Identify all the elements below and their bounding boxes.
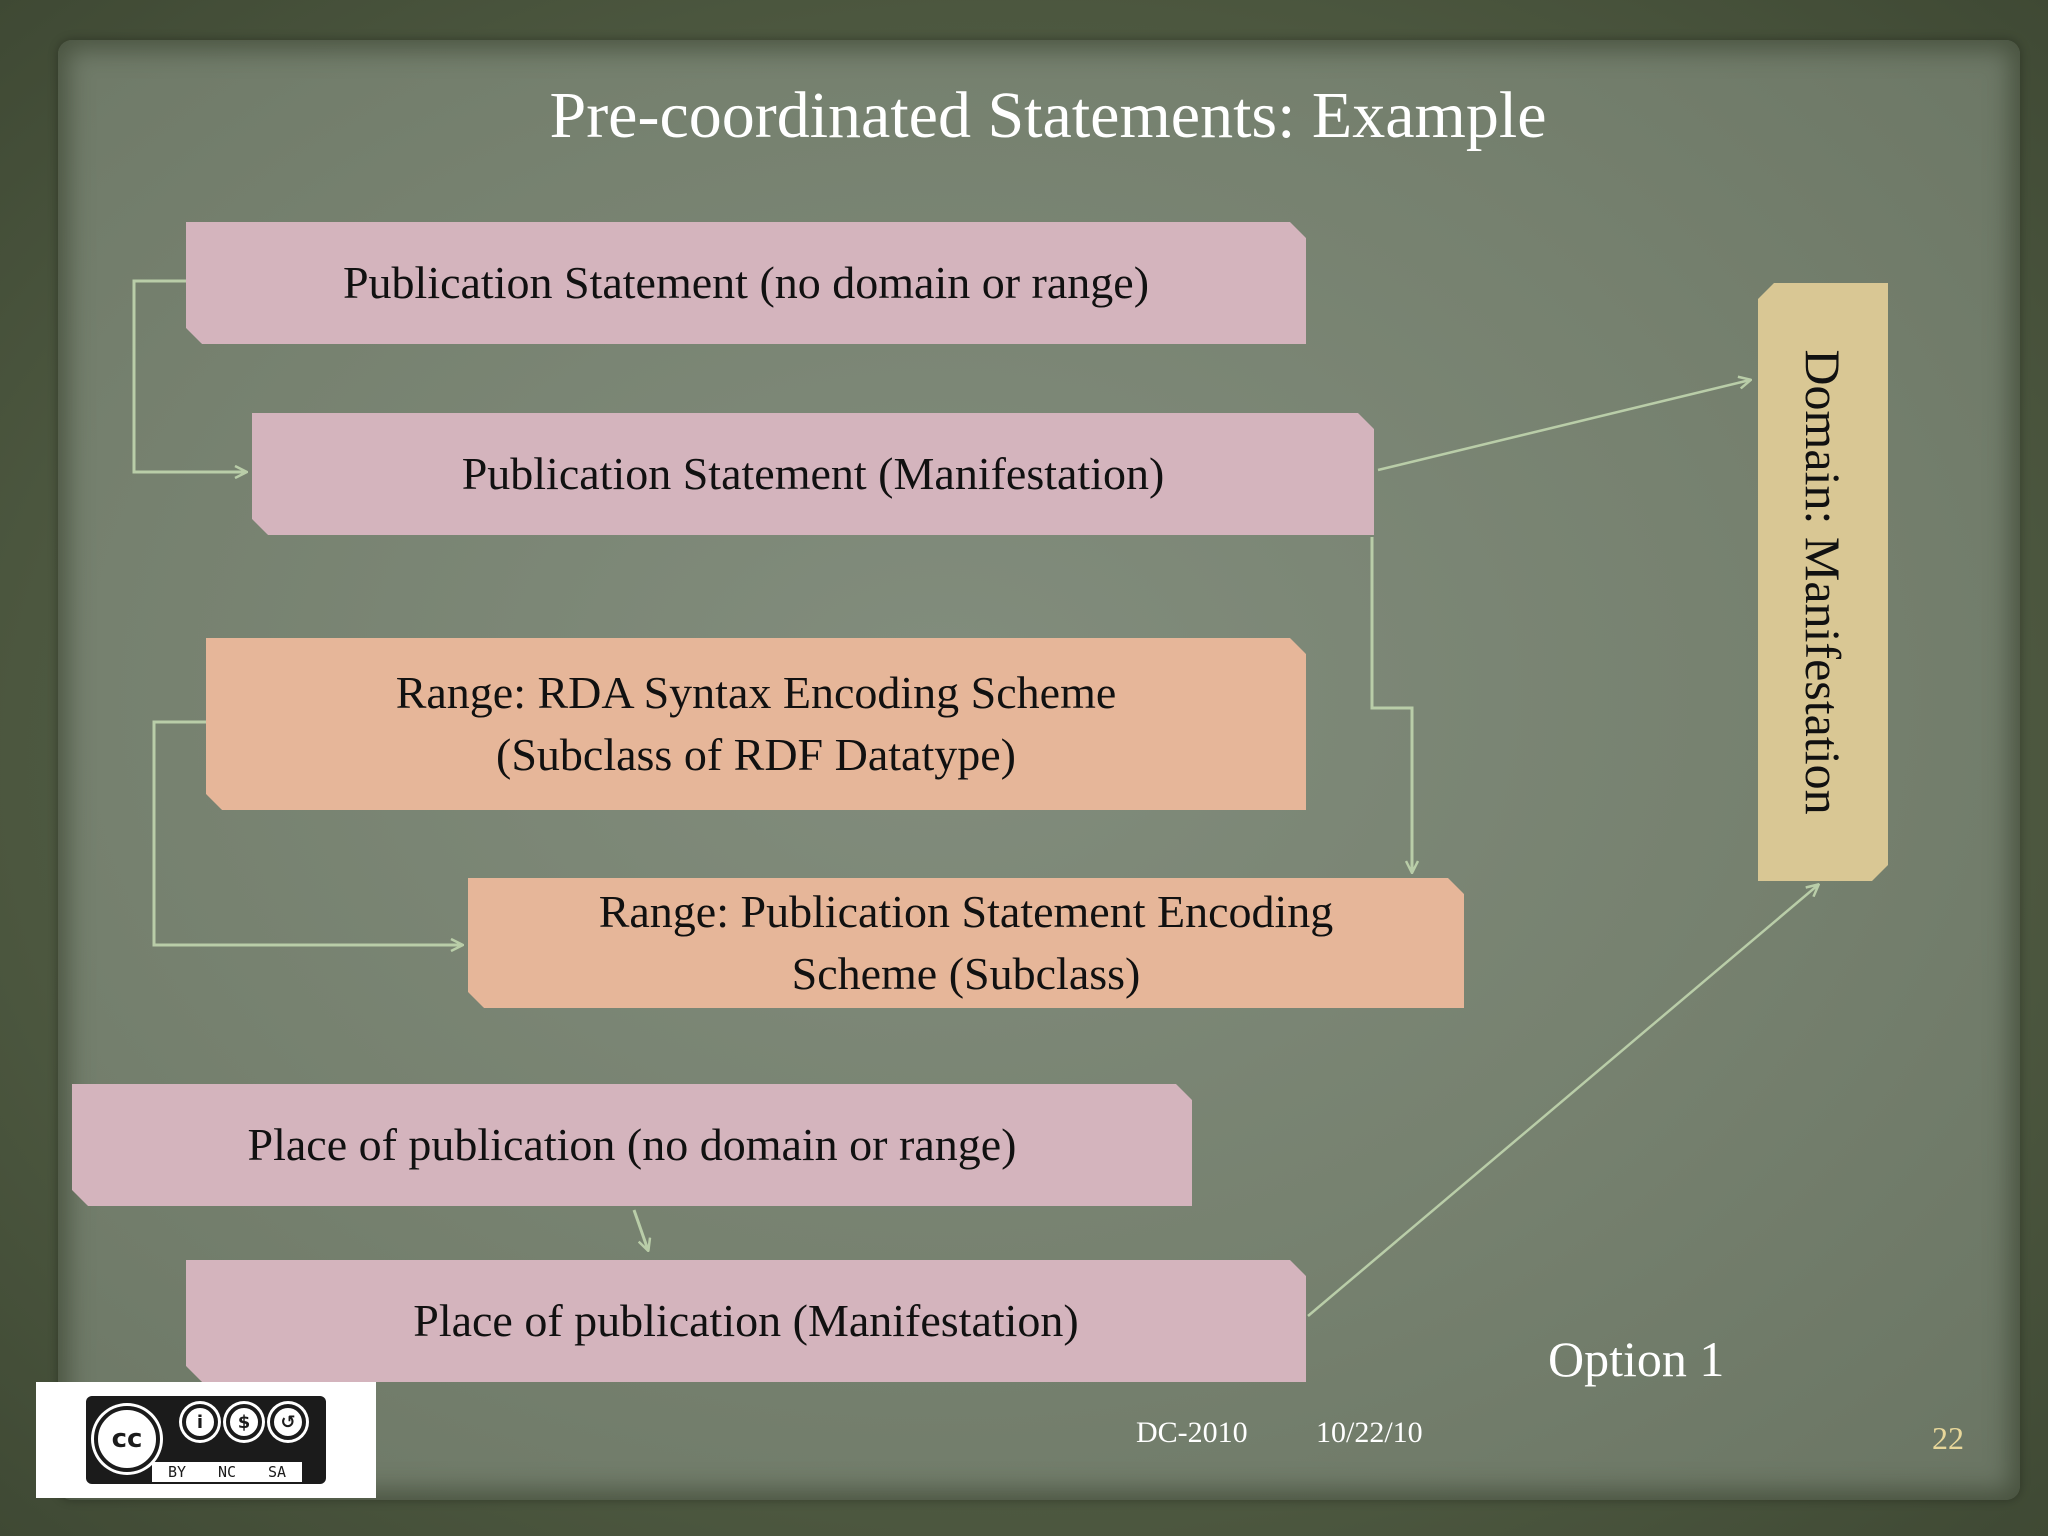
noncommercial-icon: $ [226,1404,262,1440]
slide-title: Pre-coordinated Statements: Example [549,79,1547,152]
arrow-pub-plain-to-manifestation [132,279,246,472]
arrow-rda-to-range [152,720,462,945]
sharealike-icon: ↺ [270,1404,306,1440]
attribution-icon: i [182,1404,218,1440]
creative-commons-license-badge: cc i $ ↺ BY NC SA [36,1382,376,1498]
page-number: 22 [1932,1420,1964,1456]
cc-term-nc: NC [217,1463,237,1481]
footer-event: DC-2010 [1136,1416,1248,1449]
box-range-rda-syntax: Range: RDA Syntax Encoding Scheme (Subcl… [206,638,1306,810]
cc-term-by: BY [167,1463,187,1481]
box-place-of-publication-manifestation: Place of publication (Manifestation) [186,1260,1306,1382]
arrow-pub-manifestation-to-range [1370,537,1412,872]
box-range-publication-statement: Range: Publication Statement Encoding Sc… [468,878,1464,1008]
arrow-place-plain-to-manifestation [632,1209,648,1250]
arrow-pub-manifestation-to-domain [1377,380,1750,472]
box-publication-statement-plain: Publication Statement (no domain or rang… [186,222,1306,344]
cc-badge-inner: cc i $ ↺ BY NC SA [86,1396,326,1484]
option-label: Option 1 [1548,1331,1725,1387]
box-publication-statement-manifestation: Publication Statement (Manifestation) [252,413,1374,535]
cc-icon: cc [94,1406,160,1472]
box-place-of-publication-plain: Place of publication (no domain or range… [72,1084,1192,1206]
cc-term-sa: SA [267,1463,287,1481]
cc-terms-strip: BY NC SA [152,1462,302,1482]
box-domain-manifestation [1758,283,1888,881]
arrow-place-manifestation-to-domain [1307,885,1818,1317]
footer-date: 10/22/10 [1316,1416,1423,1449]
domain-manifestation-label: Domain: Manifestation [1795,349,1851,815]
